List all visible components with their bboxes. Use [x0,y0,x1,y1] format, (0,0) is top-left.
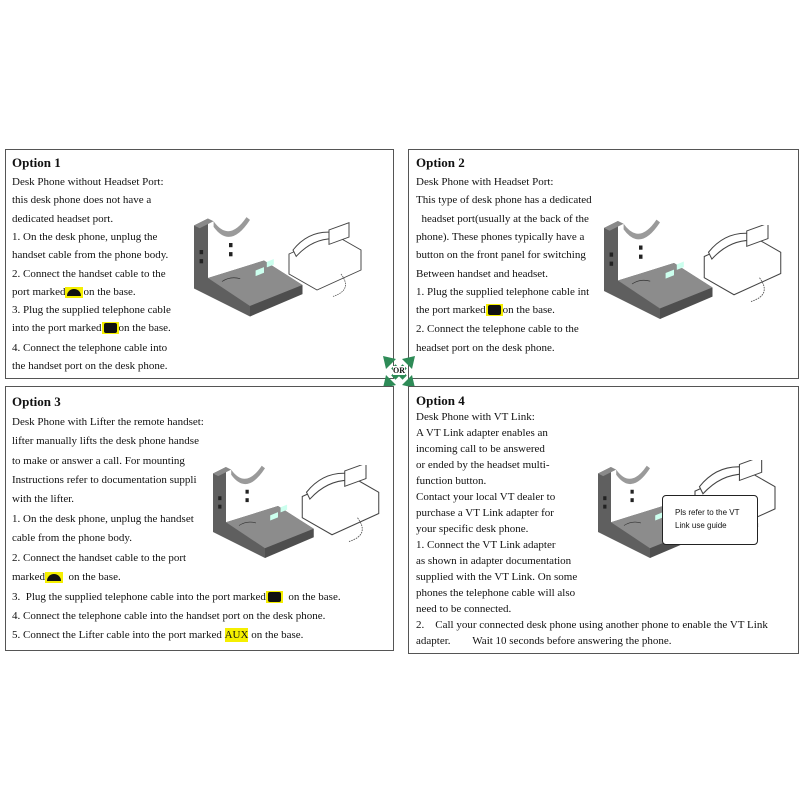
option-4-line: or ended by the headset multi- [416,459,550,471]
option-2-line: button on the front panel for switching [416,249,586,261]
or-badge: OR [383,356,415,388]
option-4-line: 1. Connect the VT Link adapter [416,539,556,551]
option-1-line: port marked on the base. [12,285,136,299]
line-text: on the base. [62,571,121,583]
line-text: on the base. [248,629,304,641]
option-2-line: phone). These phones typically have a [416,231,585,243]
option-2-line: 2. Connect the telephone cable to the [416,323,579,335]
option-4-line: supplied with the VT Link. On some [416,571,578,583]
option-4-line: purchase a VT Link adapter for [416,507,554,519]
option-1-title: Option 1 [12,155,61,170]
option-2-line: 1. Plug the supplied telephone cable int [416,286,590,298]
or-label: OR [393,366,405,375]
option-4-line: A VT Link adapter enables an [416,427,548,439]
option-2-line: Between handset and headset. [416,268,548,280]
option-3-line: 3. Plug the supplied telephone cable int… [12,590,341,604]
option-4-line: phones the telephone cable will also [416,587,576,599]
desk-phone-illustration [285,222,365,302]
callout-line: Pls refer to the VT [675,508,740,517]
desk-phone-illustration [700,225,785,305]
cross-arrows-icon [383,356,415,388]
desk-phone-illustration [298,465,383,545]
option-4-line: as shown in adapter documentation [416,555,572,567]
phone-port-icon [265,591,283,604]
option-1-line: 1. On the desk phone, unplug the [12,231,158,243]
option-1-line: dedicated headset port. [12,213,114,225]
option-4-line: Desk Phone with VT Link: [416,411,535,423]
option-1-line: the handset port on the desk phone. [12,360,168,372]
line-text: the port marked [416,304,486,316]
option-3-line: to make or answer a call. For mounting [12,455,185,467]
option-3-line: 5. Connect the Lifter cable into the por… [12,628,304,643]
option-1-line: handset cable from the phone body. [12,249,169,261]
option-4-line: function button. [416,475,487,487]
option-4-line: incoming call to be answered [416,443,545,455]
line-text: port marked [12,286,66,298]
option-3-title: Option 3 [12,394,61,409]
option-4-line: Contact your local VT dealer to [416,491,556,503]
phone-port-icon [485,304,503,317]
option-3-line: lifter manually lifts the desk phone han… [12,435,199,447]
line-text: marked [12,571,45,583]
option-1-line: 4. Connect the telephone cable into [12,342,168,354]
line-text: on the base. [502,304,555,316]
option-3-line: Instructions refer to documentation supp… [12,474,197,486]
option-4-title: Option 4 [416,393,465,408]
option-2-line: This type of desk phone has a dedicated [416,194,592,206]
line-text: into the port marked [12,322,102,334]
line-text: on the base. [118,322,171,334]
option-3-line: marked on the base. [12,570,121,584]
handset-port-icon [65,286,84,298]
option-2-title: Option 2 [416,155,465,170]
option-3-line: 2. Connect the handset cable to the port [12,552,187,564]
option-4-line: your specific desk phone. [416,523,529,535]
handset-port-icon [44,571,63,583]
line-text: 5. Connect the Lifter cable into the por… [12,629,222,641]
line-text: on the base. [83,286,136,298]
option-2-line: headset port on the desk phone. [416,342,555,354]
option-4-line: 2. Call your connected desk phone using … [416,619,768,631]
option-3-line: 4. Connect the telephone cable into the … [12,610,326,622]
option-4-line: need to be connected. [416,603,512,615]
option-3-line: with the lifter. [12,493,75,505]
vt-link-callout: Pls refer to the VT Link use guide [662,495,758,545]
line-text: on the base. [282,591,341,603]
option-1-line: 3. Plug the supplied telephone cable [12,304,171,316]
option-1-line: this desk phone does not have a [12,194,152,206]
option-3-line: cable from the phone body. [12,532,132,544]
aux-port-label: AUX [224,628,249,643]
option-1-line: 2. Connect the handset cable to the [12,268,166,280]
option-4-line: adapter. Wait 10 seconds before answerin… [416,635,672,647]
option-2-line: Desk Phone with Headset Port: [416,176,554,188]
phone-port-icon [101,322,119,335]
option-3-line: Desk Phone with Lifter the remote handse… [12,416,204,428]
option-1-line: into the port marked on the base. [12,321,171,335]
option-3-line: 1. On the desk phone, unplug the handset [12,513,194,525]
option-2-line: the port marked on the base. [416,303,555,317]
line-text: 3. Plug the supplied telephone cable int… [12,591,266,603]
callout-line: Link use guide [675,521,727,530]
option-2-line: headset port(usually at the back of the [416,213,589,225]
option-1-line: Desk Phone without Headset Port: [12,176,164,188]
